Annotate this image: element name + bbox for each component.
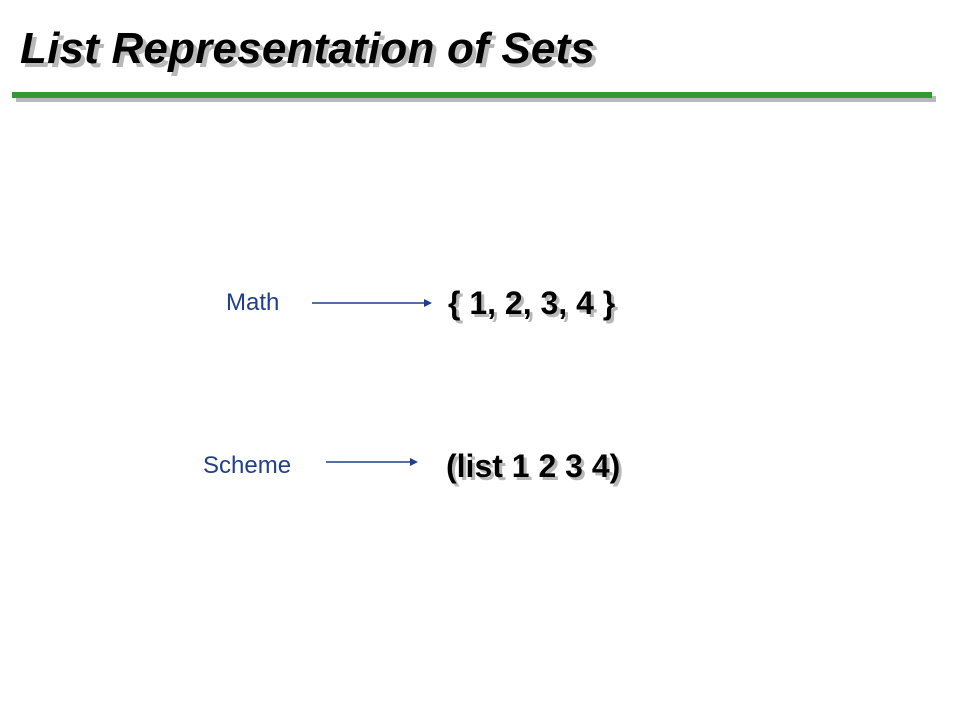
arrow-right-icon	[312, 299, 432, 307]
math-label: Math	[226, 289, 280, 316]
scheme-list-expression: (list 1 2 3 4)	[446, 448, 621, 484]
slide-title: List Representation of Sets	[20, 24, 596, 73]
arrow-right-icon	[326, 458, 418, 466]
scheme-label: Scheme	[203, 452, 292, 479]
title-underline-divider	[12, 92, 932, 98]
math-set-expression: { 1, 2, 3, 4 }	[448, 285, 616, 321]
